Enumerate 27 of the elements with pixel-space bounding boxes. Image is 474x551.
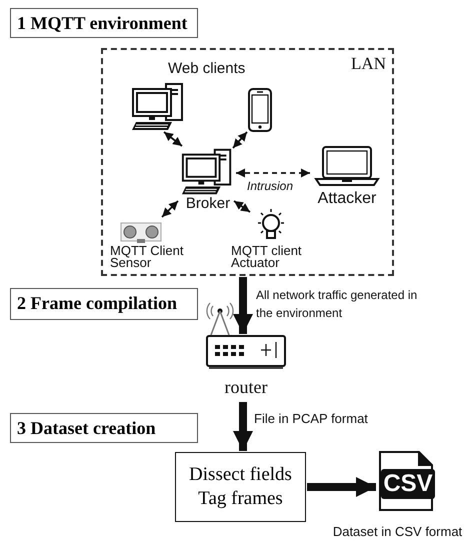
edge-label: Intrusion <box>246 179 294 193</box>
network-boundary <box>101 48 394 276</box>
group-label: Web clients <box>168 60 246 77</box>
flow-arrow <box>233 277 253 334</box>
attacker-label: Attacker <box>316 191 378 206</box>
process-text: Dissect fields <box>189 463 292 487</box>
edge-label: File in PCAP format <box>253 411 369 426</box>
client-device <box>247 88 273 132</box>
section-heading-box: 1 MQTT environment <box>10 8 198 38</box>
file-type-label: CSV <box>381 469 435 499</box>
arrow <box>163 131 183 147</box>
dashed-arrow <box>236 168 310 178</box>
arrow <box>232 131 248 149</box>
node-label: MQTT client Actuator <box>231 245 303 269</box>
section-heading-box: 2 Frame compilation <box>10 288 198 320</box>
flow-arrow <box>307 477 376 497</box>
process-box <box>175 452 306 522</box>
broker-label: Broker <box>184 197 232 211</box>
node-label: router <box>224 379 268 396</box>
process-text: Tag frames <box>198 487 283 511</box>
section-heading-box: 3 Dataset creation <box>10 413 198 443</box>
network-label: LAN <box>351 54 386 74</box>
node-caption: Dataset in CSV format <box>332 524 464 539</box>
arrow <box>234 200 250 213</box>
arrow <box>161 200 179 218</box>
node-label: MQTT Client Sensor <box>110 245 184 269</box>
flow-arrow <box>233 402 253 451</box>
